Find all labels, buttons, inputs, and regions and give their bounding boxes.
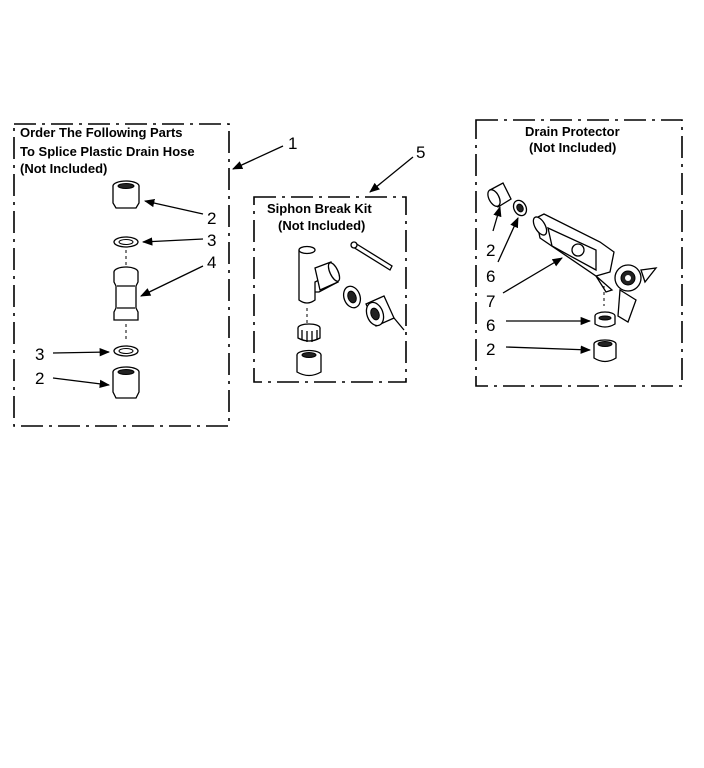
callout-4-splice: 4 <box>207 253 216 272</box>
callout-6-drain-top: 6 <box>486 267 495 286</box>
callout-7-drain: 7 <box>486 292 495 311</box>
callout-6-drain-bottom: 6 <box>486 316 495 335</box>
siphon-break-kit-group: Siphon Break Kit (Not Included) <box>253 143 425 383</box>
callout-2-drain-top: 2 <box>486 241 495 260</box>
siphon-group-title-2: (Not Included) <box>278 218 365 233</box>
siphon-cap <box>296 349 322 377</box>
clamp-ring-bottom <box>113 345 139 357</box>
siphon-tee-fitting <box>298 245 341 324</box>
coupling-part-bottom <box>112 366 140 399</box>
callout-3-splice-bottom: 3 <box>35 345 44 364</box>
callout-1-splice-group: 1 <box>288 134 297 153</box>
clamp-ring-top <box>113 236 139 248</box>
callout-3-splice-top: 3 <box>207 231 216 250</box>
callout-2-drain-bottom: 2 <box>486 340 495 359</box>
drain-ring-bottom <box>594 311 616 328</box>
callout-2-splice-bottom: 2 <box>35 369 44 388</box>
callout-2-splice-top: 2 <box>207 209 216 228</box>
siphon-ring-nut <box>297 323 321 342</box>
drain-group-title-2: (Not Included) <box>529 140 616 155</box>
drain-ring-small <box>512 199 528 217</box>
siphon-pin <box>350 241 393 271</box>
callout-5-siphon-group: 5 <box>416 143 425 162</box>
splice-parts-group: Order The Following Parts To Splice Plas… <box>13 123 297 427</box>
siphon-adapter <box>365 295 405 331</box>
drain-group-title-1: Drain Protector <box>525 124 620 139</box>
drain-group-frame <box>475 119 683 387</box>
siphon-group-title-1: Siphon Break Kit <box>267 201 372 216</box>
connector-tube <box>113 250 139 342</box>
coupling-part-top <box>112 180 140 209</box>
siphon-group-frame <box>253 196 407 383</box>
splice-group-title-2: To Splice Plastic Drain Hose <box>20 144 195 159</box>
siphon-nut <box>342 285 362 309</box>
drain-protector-body <box>532 213 658 323</box>
drain-cap-small <box>487 182 512 208</box>
splice-group-title-1: Order The Following Parts <box>20 125 183 140</box>
splice-group-title-3: (Not Included) <box>20 161 107 176</box>
drain-cap-bottom <box>593 339 617 363</box>
drain-protector-group: Drain Protector (Not Included) <box>475 119 683 387</box>
